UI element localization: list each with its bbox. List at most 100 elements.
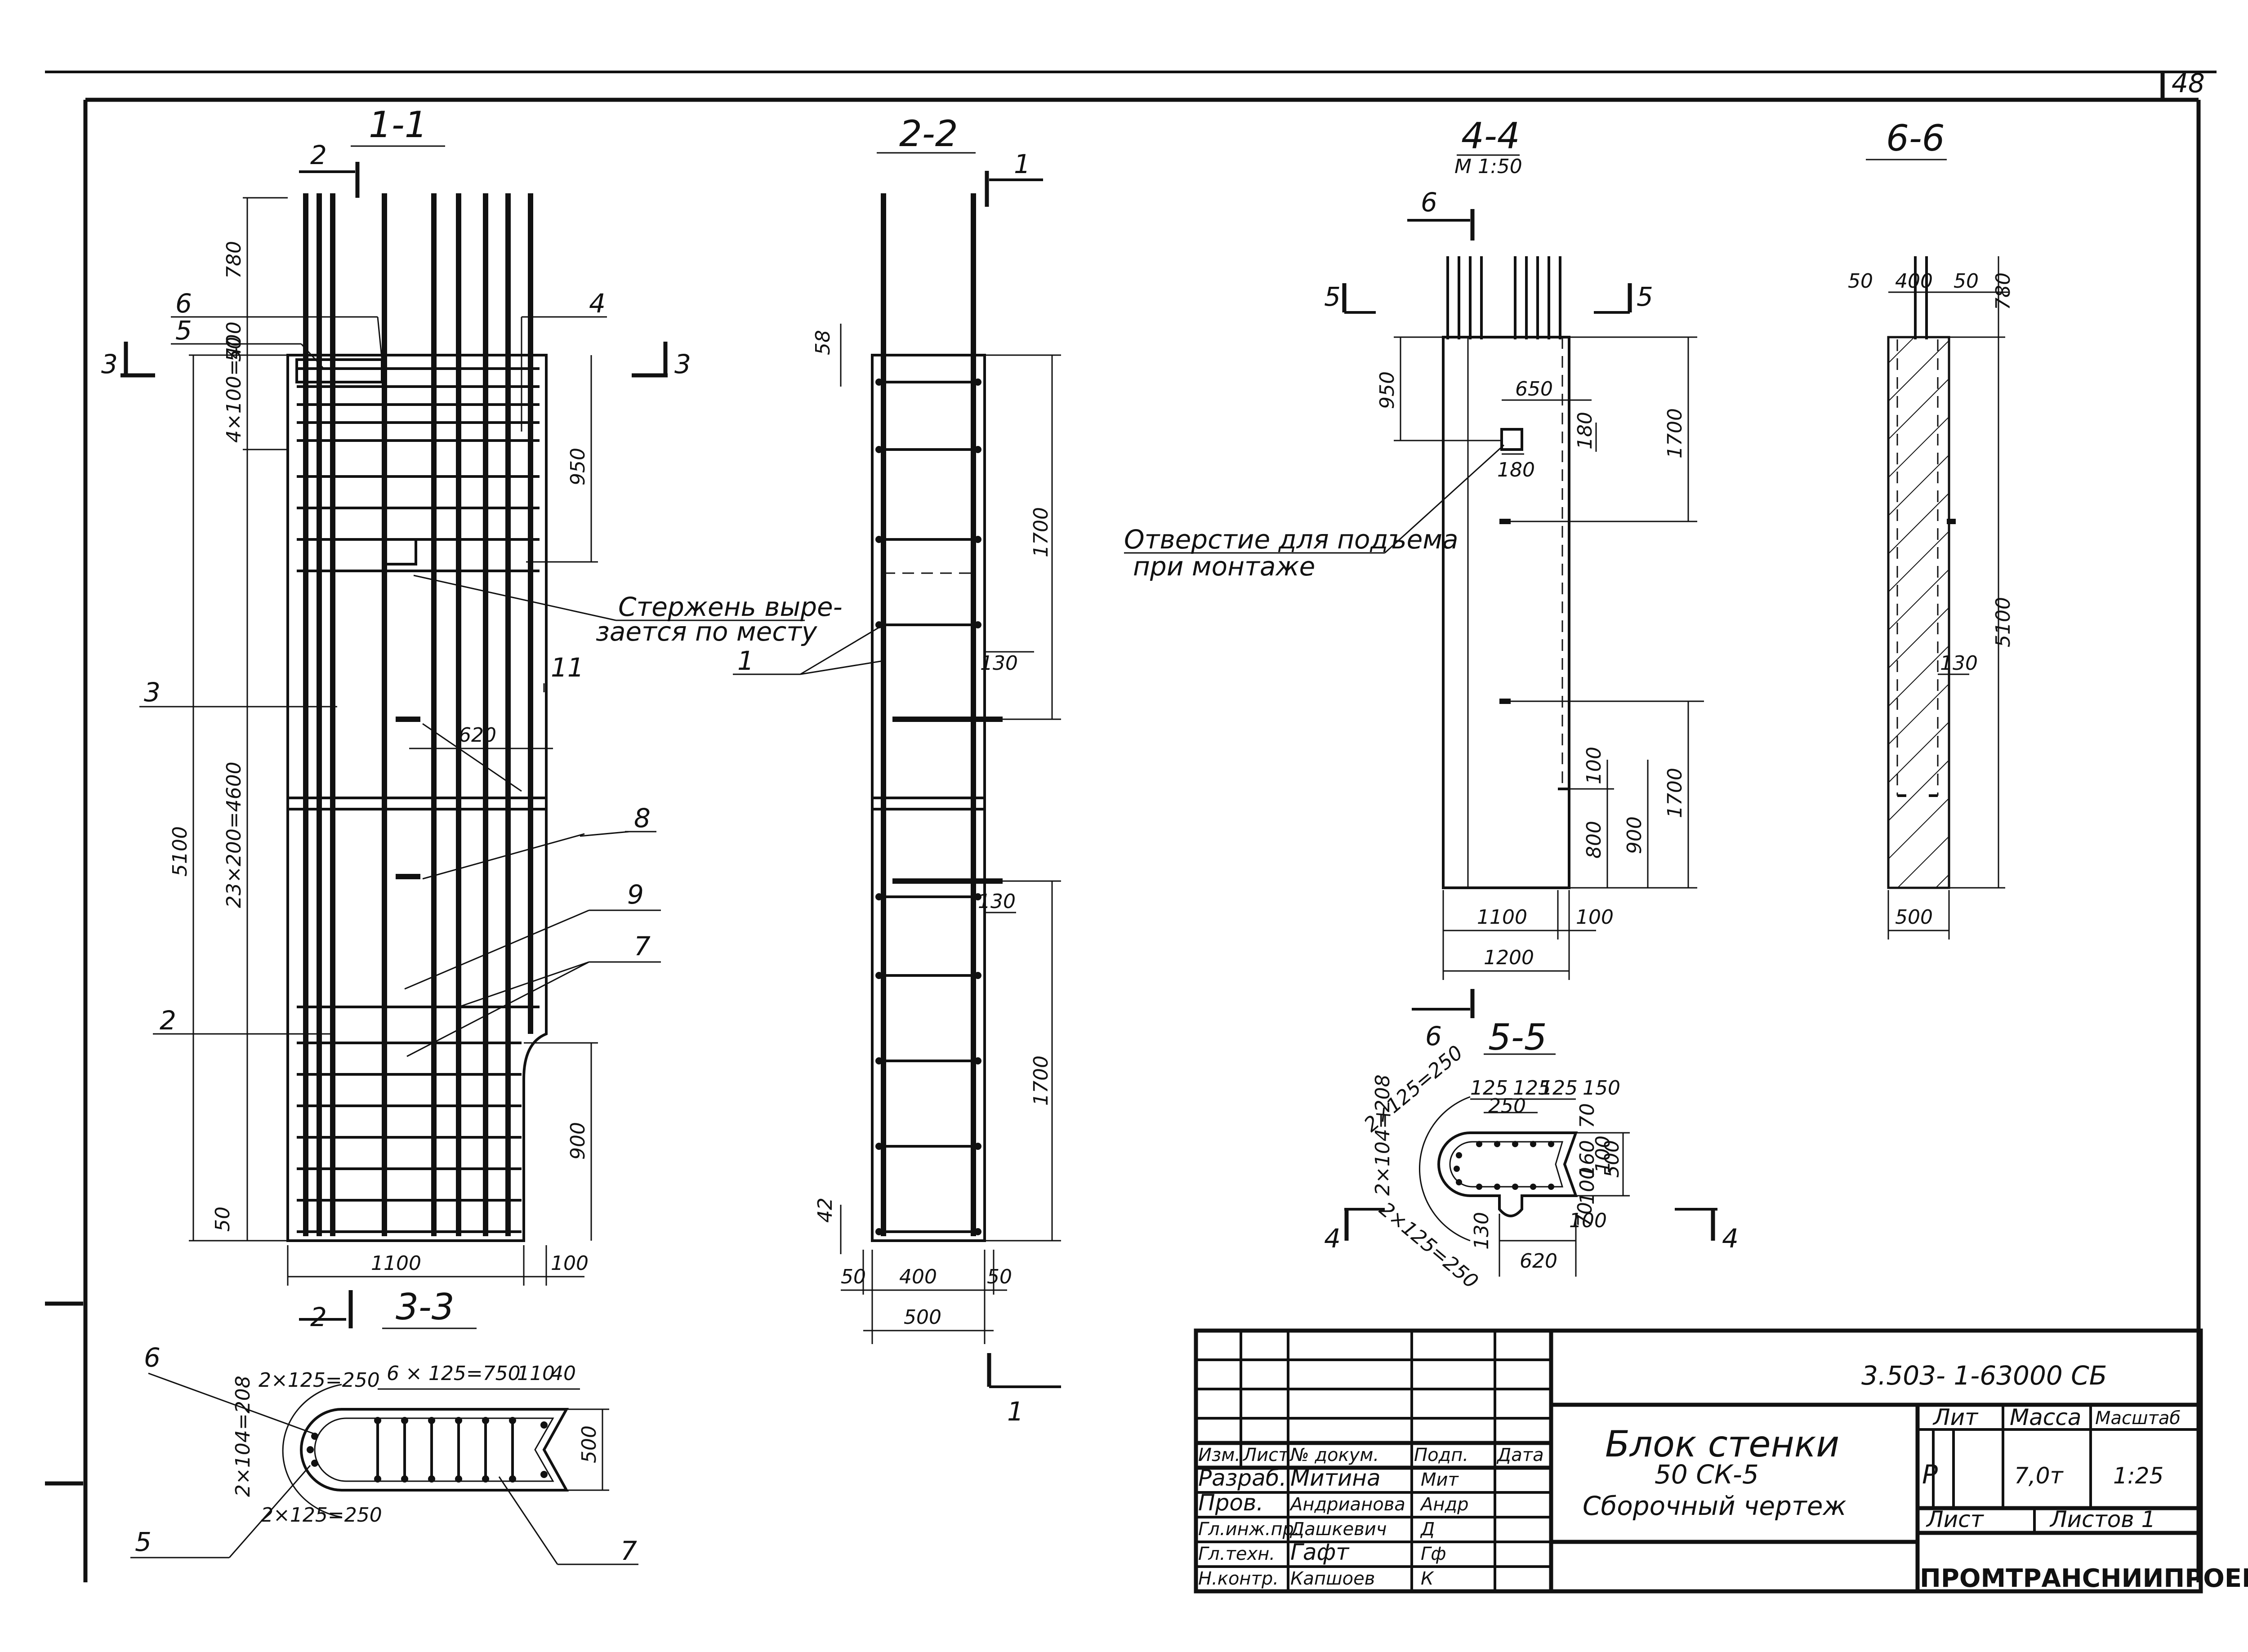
dim-s1-5100: 5100 — [169, 826, 192, 877]
callout-3: 3 — [144, 677, 161, 708]
dim-s2-500: 500 — [904, 1306, 941, 1329]
dim-s5-208: 2×104=208 — [1371, 1074, 1394, 1196]
sheet-frame: 48 — [45, 68, 2217, 1582]
tb-header-sign: Подп. — [1414, 1445, 1468, 1465]
section-3-3: 3-3 2×125=250 6 × 125=750 110 40 2×104=2… — [130, 1286, 638, 1566]
dim-s2-1700-bottom: 1700 — [1030, 1055, 1053, 1106]
dim-s1-50: 50 — [223, 337, 245, 362]
dim-s2-130-b: 130 — [978, 890, 1016, 913]
tb-title-3: Сборочный чертеж — [1583, 1491, 1847, 1521]
dim-s5-500: 500 — [1601, 1140, 1624, 1178]
section-mark-6-bottom: 6 — [1425, 1021, 1442, 1051]
dim-s6-400: 400 — [1895, 270, 1933, 293]
dim-s5-150: 150 — [1583, 1077, 1620, 1100]
dim-s4-1100: 1100 — [1477, 906, 1527, 929]
section-1-1: 1-1 2 3 3 2 — [101, 104, 843, 1332]
tb-sign-5: К — [1421, 1568, 1434, 1589]
tb-sign-4: Гф — [1421, 1544, 1446, 1564]
tb-name-5: Капшоев — [1290, 1568, 1375, 1589]
dim-s4-1200: 1200 — [1484, 946, 1534, 969]
tb-sheets-label: Листов 1 — [2049, 1506, 2155, 1532]
tb-name-2: Андрианова — [1289, 1494, 1405, 1515]
document-code: 3.503- 1-63000 СБ — [1861, 1360, 2107, 1391]
tb-role-2: Пров. — [1198, 1490, 1263, 1516]
dim-s4-180-h: 180 — [1497, 459, 1535, 481]
tb-sign-1: Мит — [1421, 1469, 1459, 1490]
callout-8: 8 — [634, 803, 651, 833]
dim-s5-125-c: 125 — [1540, 1077, 1578, 1100]
dim-s4-100-h: 100 — [1576, 906, 1614, 929]
dim-s5-100-b: 100 — [1576, 1167, 1599, 1205]
tb-role-1: Разраб. — [1198, 1465, 1286, 1491]
dim-s1-950: 950 — [566, 448, 589, 485]
title-block: 3.503- 1-63000 СБ Изм. Лист № докум. Под… — [1194, 1328, 2248, 1594]
section-mark-4-right: 4 — [1722, 1223, 1739, 1254]
tb-scale-value: 1:25 — [2113, 1463, 2163, 1489]
section-title-6-6: 6-6 — [1886, 117, 1945, 159]
note-cut-rod-2: зается по месту — [596, 616, 817, 647]
sheet-number: 48 — [2172, 68, 2205, 98]
callout-6-s3: 6 — [144, 1342, 161, 1373]
note-lift-hole-2: при монтаже — [1133, 551, 1315, 582]
bar-dots — [875, 378, 981, 1235]
tb-header-doc: № докум. — [1289, 1445, 1379, 1465]
tb-sign-2: Андр — [1419, 1494, 1469, 1515]
dim-s4-1700-top: 1700 — [1664, 408, 1686, 459]
dim-s1-780: 780 — [223, 241, 245, 279]
callout-7-s3: 7 — [620, 1536, 637, 1566]
tb-title-1: Блок стенки — [1605, 1423, 1839, 1465]
horizontal-rebars — [297, 367, 540, 1233]
dim-s2-1700-top: 1700 — [1030, 507, 1053, 557]
tb-mass-header: Масса — [2010, 1404, 2081, 1430]
projecting-bars — [303, 193, 533, 360]
dim-s4-100-v: 100 — [1583, 747, 1606, 784]
dim-s6-130: 130 — [1940, 652, 1978, 675]
tb-organization: ПРОМТРАНСНИИПРОЕКТ — [1920, 1564, 2248, 1593]
dim-s4-800: 800 — [1583, 821, 1606, 859]
section-mark-2-top: 2 — [310, 140, 327, 170]
dim-s5-125-b: 125 — [1513, 1077, 1551, 1100]
dim-s3-110: 110 — [517, 1362, 555, 1385]
dim-s5-620: 620 — [1520, 1250, 1557, 1273]
tb-role-5: Н.контр. — [1198, 1568, 1279, 1589]
section-mark-5-left: 5 — [1324, 281, 1341, 312]
tb-scale-header: Масштаб — [2095, 1408, 2181, 1429]
dim-s4-650: 650 — [1515, 378, 1553, 401]
dim-s2-50-left: 50 — [841, 1265, 866, 1288]
section-title-1-1: 1-1 — [369, 104, 428, 146]
dim-s1-4600: 23×200=4600 — [223, 761, 245, 908]
tb-sheet-label: Лист — [1926, 1506, 1985, 1532]
section-4-4: 4-4 М 1:50 6 5 5 950 — [1124, 115, 1704, 1051]
tb-name-3: Дашкевич — [1289, 1519, 1387, 1540]
section-scale-4-4: М 1:50 — [1454, 155, 1522, 178]
section-mark-3-left: 3 — [101, 349, 118, 379]
dim-s6-500: 500 — [1895, 906, 1933, 929]
dim-s6-50-right: 50 — [1954, 270, 1979, 293]
tb-header-change: Изм. — [1198, 1445, 1240, 1465]
dim-s3-750: 6 × 125=750 — [387, 1362, 521, 1385]
lifting-opening — [383, 538, 417, 566]
dim-s3-250-top: 2×125=250 — [259, 1369, 380, 1392]
dim-s4-1700-bottom: 1700 — [1664, 768, 1686, 818]
dim-s2-130-a: 130 — [980, 652, 1018, 675]
dim-s5-70: 70 — [1576, 1103, 1599, 1128]
dim-s1-1100: 1100 — [371, 1252, 421, 1275]
dim-s5-70-b: 70 — [1574, 1202, 1597, 1227]
note-lift-hole-1: Отверстие для подъема — [1124, 524, 1459, 555]
dim-s1-620: 620 — [459, 724, 496, 747]
dim-s2-42: 42 — [814, 1198, 837, 1223]
dim-s1-400: 4×100=400 — [223, 321, 245, 443]
dim-s5-160: 160 — [1576, 1140, 1599, 1178]
section-mark-1-top: 1 — [1014, 149, 1030, 179]
dim-s5-100: 100 — [1592, 1135, 1615, 1173]
ties — [883, 381, 1003, 1233]
tb-header-date: Дата — [1496, 1445, 1544, 1465]
tb-title-2: 50 СК-5 — [1655, 1459, 1759, 1490]
dim-s5-250-mid: 250 — [1488, 1095, 1526, 1118]
dim-s5-130: 130 — [1470, 1212, 1493, 1250]
dim-s6-780: 780 — [1992, 272, 2015, 310]
tb-name-1: Митина — [1290, 1465, 1381, 1491]
dim-s6-50-left: 50 — [1848, 270, 1873, 293]
callout-6: 6 — [175, 288, 192, 319]
